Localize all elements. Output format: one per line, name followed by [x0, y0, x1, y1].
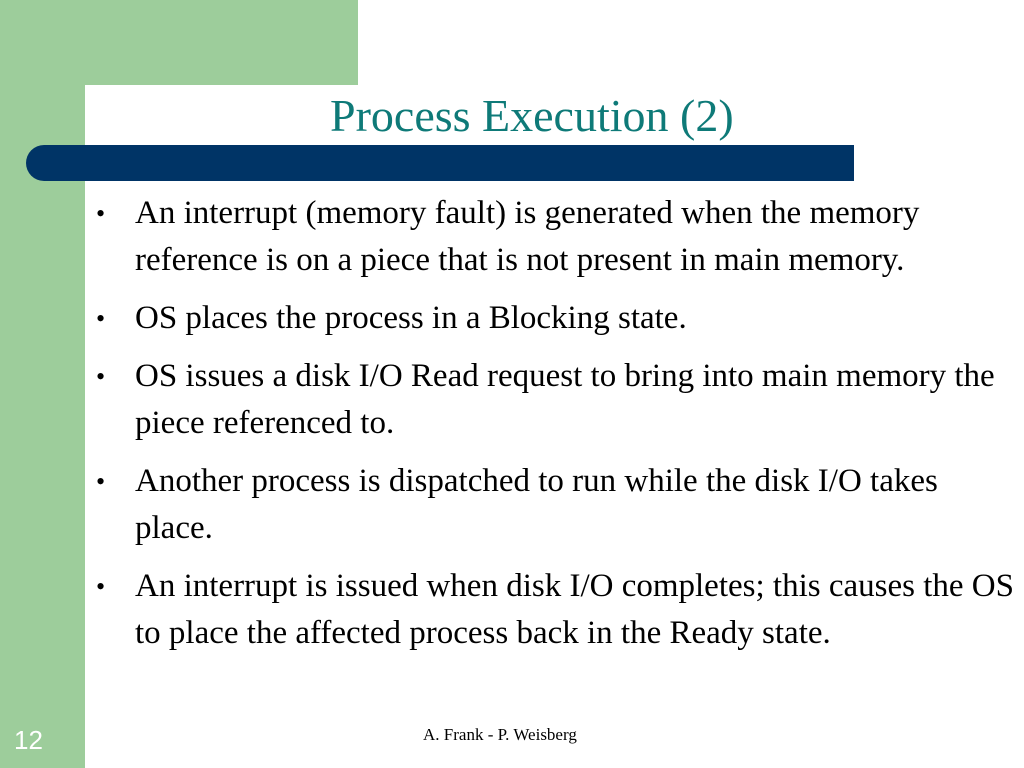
bullet-item: • Another process is dispatched to run w… [94, 458, 1019, 552]
bullet-item: • OS places the process in a Blocking st… [94, 295, 1019, 342]
bullet-text: An interrupt is issued when disk I/O com… [135, 568, 1014, 651]
bullet-text: Another process is dispatched to run whi… [135, 463, 938, 546]
bullet-icon: • [96, 199, 106, 228]
bullet-icon: • [96, 572, 106, 601]
bullet-icon: • [96, 467, 106, 496]
slide-number: 12 [14, 725, 43, 755]
bullet-text: OS places the process in a Blocking stat… [135, 300, 687, 336]
footer-authors: A. Frank - P. Weisberg [423, 725, 577, 744]
green-top-panel [0, 0, 358, 85]
bullet-icon: • [96, 362, 106, 391]
bullet-item: • OS issues a disk I/O Read request to b… [94, 353, 1019, 447]
bullet-list: • An interrupt (memory fault) is generat… [94, 190, 1019, 668]
bullet-text: An interrupt (memory fault) is generated… [135, 195, 920, 278]
title-underline-bar [26, 145, 854, 181]
rounded-corner-inset [85, 85, 405, 385]
bullet-item: • An interrupt (memory fault) is generat… [94, 190, 1019, 284]
bullet-icon: • [96, 304, 106, 333]
green-side-panel [0, 0, 85, 768]
bullet-item: • An interrupt is issued when disk I/O c… [94, 563, 1019, 657]
slide-title: Process Execution (2) [330, 90, 734, 141]
bullet-text: OS issues a disk I/O Read request to bri… [135, 358, 995, 441]
